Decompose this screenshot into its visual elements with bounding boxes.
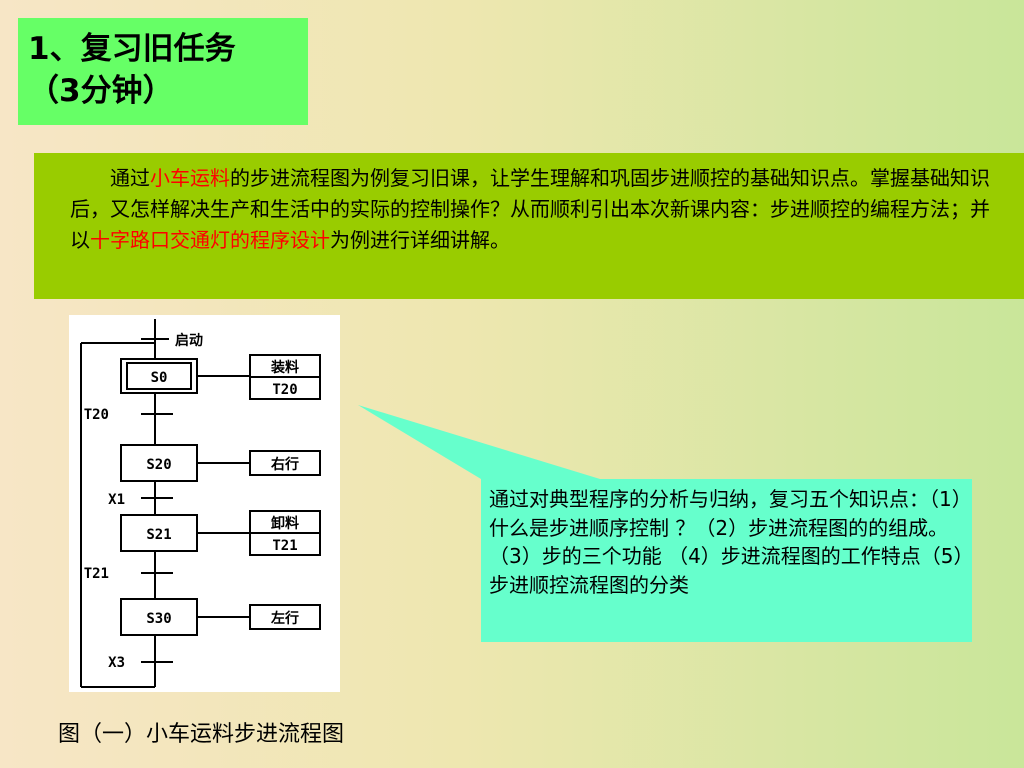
- title-line-1: 1、复习旧任务: [28, 31, 236, 67]
- start-label: 启动: [175, 332, 203, 349]
- desc-text-2: 的步进流程图为例复习旧课，让学生理解和巩固步进顺控的基础知识点。掌握基础知识后，…: [70, 166, 990, 252]
- step-s20-action: 右行: [270, 456, 299, 473]
- transition-t21: T21: [84, 566, 109, 582]
- description-box: 通过小车运料的步进流程图为例复习旧课，让学生理解和巩固步进顺控的基础知识点。掌握…: [34, 153, 1024, 299]
- figure-caption: 图（一）小车运料步进流程图: [58, 722, 345, 747]
- step-s0-action-2: T20: [272, 382, 297, 398]
- step-s30-action: 左行: [270, 610, 299, 627]
- flow-diagram-svg: 启动 S0 装料 T20 T20 S20 右行 X1 S21 卸料 T21 T2…: [80, 319, 321, 688]
- callout-text: 通过对典型程序的分析与归纳，复习五个知识点：（1）什么是步进顺序控制 ？（2）步…: [489, 487, 964, 597]
- step-s0-action-1: 装料: [270, 359, 299, 376]
- step-s30-label: S30: [146, 611, 171, 627]
- step-s0-label: S0: [151, 370, 168, 386]
- desc-highlight-2: 十字路口交通灯的程序设计: [90, 228, 330, 252]
- transition-x1: X1: [108, 492, 125, 508]
- step-flow-diagram: 启动 S0 装料 T20 T20 S20 右行 X1 S21 卸料 T21 T2…: [69, 315, 340, 692]
- transition-x3: X3: [108, 655, 125, 671]
- desc-text-3: 为例进行详细讲解。: [330, 228, 510, 252]
- slide-title: 1、复习旧任务 （3分钟）: [18, 18, 308, 125]
- step-s21-action-1: 卸料: [271, 515, 299, 532]
- transition-t20: T20: [84, 407, 109, 423]
- callout-box: 通过对典型程序的分析与归纳，复习五个知识点：（1）什么是步进顺序控制 ？（2）步…: [481, 479, 972, 642]
- desc-highlight-1: 小车运料: [150, 166, 230, 190]
- desc-text-1: 通过: [110, 166, 150, 190]
- step-s21-label: S21: [146, 527, 171, 543]
- title-line-2: （3分钟）: [28, 73, 174, 109]
- step-s20-label: S20: [146, 457, 171, 473]
- step-s21-action-2: T21: [272, 538, 297, 554]
